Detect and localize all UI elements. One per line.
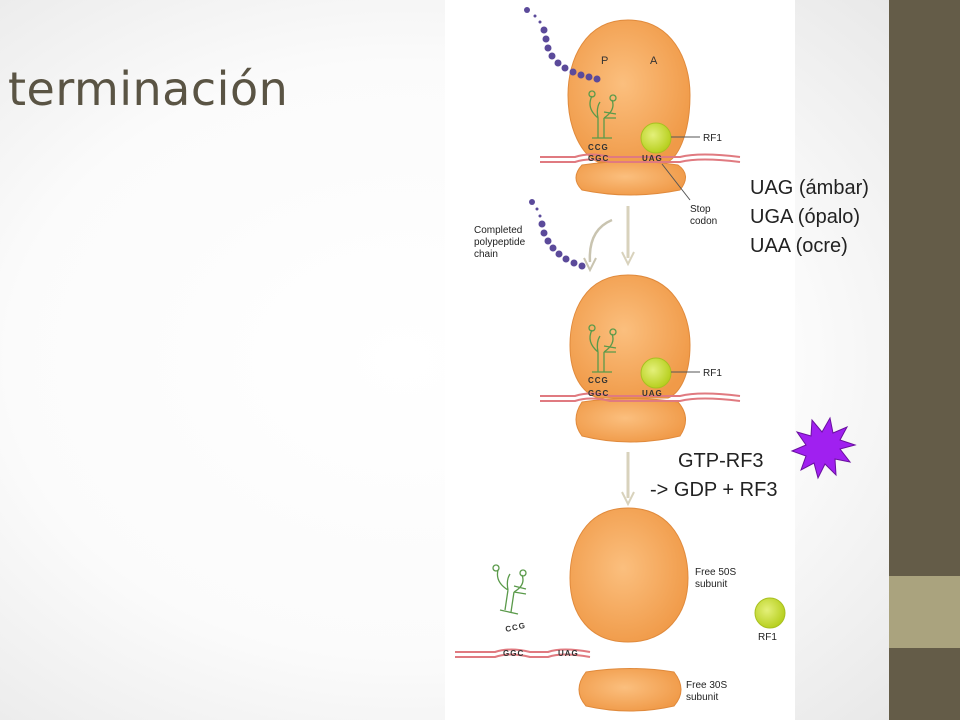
sidebar-light (889, 576, 960, 648)
release-arrow (588, 218, 613, 263)
burst-star-icon (790, 416, 857, 480)
trna-icon-1 (588, 90, 617, 139)
stop-codon-label-line2: codon (690, 216, 717, 227)
rf1-label-2: RF1 (703, 368, 722, 379)
large-subunit-1 (567, 19, 691, 163)
free-30s-label-line1: Free 30S (686, 680, 727, 691)
free-50s-subunit (569, 507, 689, 643)
polypeptide-chain-1 (524, 7, 601, 83)
completed-chain-line2: polypeptide (474, 237, 526, 248)
stage-2-ribosome: CCG GGC UAG RF1 (540, 274, 741, 443)
trna-icon-2 (588, 324, 617, 373)
stop-codon-list: UAG (ámbar) UGA (ópalo) UAA (ocre) (750, 174, 869, 261)
anticodon-1: CCG (588, 143, 609, 152)
codon-ggc-free: GGC (503, 649, 524, 658)
rf1-factor-1 (640, 122, 672, 154)
down-arrow-1 (621, 206, 635, 267)
stop-codon-amber: UAG (ámbar) (750, 177, 869, 199)
mrna-free (455, 648, 591, 653)
site-a-label: A (650, 55, 658, 67)
free-30s-subunit (578, 668, 682, 712)
free-50s-label-line2: subunit (695, 579, 727, 590)
free-30s-label-line2: subunit (686, 692, 718, 703)
rf1-label-1: RF1 (703, 133, 722, 144)
codon-ggc-1: GGC (588, 154, 609, 163)
stage-1-ribosome: P A CCG GGC UAG RF1 Stop codon (540, 19, 741, 227)
anticodon-free: CCG (505, 621, 527, 634)
stop-codon-opal: UGA (ópalo) (750, 206, 861, 228)
stop-codon-ochre: UAA (ocre) (750, 235, 848, 257)
stage-3-dissociated: Free 50S subunit RF1 CCG GGC UAG Free 30… (455, 507, 786, 712)
small-subunit-2 (575, 398, 686, 443)
site-p-label: P (601, 55, 608, 67)
small-subunit-1 (575, 161, 686, 196)
down-arrow-2 (621, 452, 635, 507)
codon-uag-free: UAG (558, 649, 579, 658)
codon-uag-2: UAG (642, 389, 663, 398)
free-50s-label-line1: Free 50S (695, 567, 736, 578)
slide-title: terminación (8, 62, 289, 116)
stop-codon-label-line1: Stop (690, 204, 711, 215)
gtp-hydrolysis-note: GTP-RF3 -> GDP + RF3 (650, 447, 777, 505)
codon-ggc-2: GGC (588, 389, 609, 398)
rf1-factor-free (754, 597, 786, 629)
rf1-factor-2 (640, 357, 672, 389)
mrna-2 (540, 392, 741, 397)
completed-chain-line1: Completed (474, 225, 522, 236)
completed-chain-line3: chain (474, 249, 498, 260)
anticodon-2: CCG (588, 376, 609, 385)
trna-icon-free (492, 564, 527, 615)
gtp-line2: -> GDP + RF3 (650, 479, 778, 501)
gtp-line1: GTP-RF3 (678, 450, 764, 472)
codon-uag-1: UAG (642, 154, 663, 163)
rf1-label-free: RF1 (758, 632, 777, 643)
sidebar-dark-bottom (889, 648, 960, 720)
mrna-1 (540, 153, 741, 158)
sidebar-dark-top (889, 0, 960, 576)
polypeptide-chain-released (529, 199, 586, 270)
